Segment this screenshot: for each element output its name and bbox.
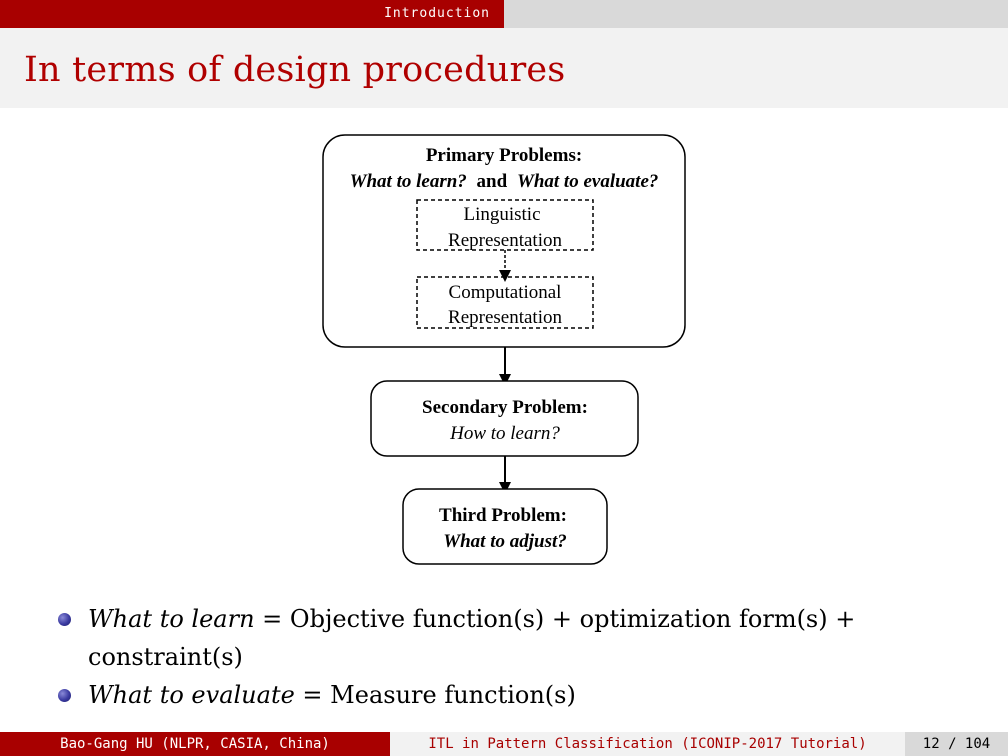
- footer-talk-title: ITL in Pattern Classification (ICONIP-20…: [390, 732, 905, 756]
- bullet-item-what-to-evaluate: What to evaluate = Measure function(s): [58, 676, 958, 714]
- footer-page-number: 12 / 104: [905, 732, 1008, 756]
- bullet-dot-icon: [58, 613, 71, 626]
- linguistic-label-line2: Representation: [448, 230, 562, 251]
- third-problem-question: What to adjust?: [443, 531, 567, 552]
- primary-problems-questions: What to learn? and What to evaluate?: [350, 171, 659, 192]
- bullet-term: What to evaluate: [88, 681, 295, 709]
- definition-bullet-list: What to learn = Objective function(s) + …: [58, 600, 958, 714]
- top-navigation-bar: Introduction: [0, 0, 1008, 28]
- secondary-problem-box: [370, 380, 639, 457]
- secondary-problem-question: How to learn?: [449, 423, 560, 444]
- conjunction-and: and: [477, 171, 508, 192]
- bullet-item-what-to-learn: What to learn = Objective function(s) + …: [58, 600, 958, 676]
- computational-label-line2: Representation: [448, 307, 562, 328]
- third-problem-heading: Third Problem:: [439, 505, 567, 526]
- computational-representation-box: [416, 276, 594, 329]
- footer-author: Bao-Gang HU (NLPR, CASIA, China): [0, 732, 390, 756]
- bullet-term: What to learn: [88, 605, 255, 633]
- question-what-to-evaluate: What to evaluate?: [517, 171, 658, 192]
- nav-section-label: Introduction: [384, 6, 490, 21]
- secondary-problem-heading: Secondary Problem:: [422, 397, 588, 418]
- third-problem-box: [402, 488, 608, 565]
- linguistic-label-line1: Linguistic: [463, 204, 540, 225]
- bullet-dot-icon: [58, 689, 71, 702]
- primary-problems-heading: Primary Problems:: [426, 145, 582, 166]
- bullet-equals: =: [254, 605, 290, 633]
- bullet-definition: Measure function(s): [330, 681, 576, 709]
- nav-section-introduction[interactable]: Introduction: [0, 0, 504, 28]
- computational-label-line1: Computational: [449, 282, 562, 303]
- linguistic-representation-box: [416, 199, 594, 251]
- question-what-to-learn: What to learn?: [350, 171, 467, 192]
- bullet-equals: =: [294, 681, 331, 709]
- slide-footer: Bao-Gang HU (NLPR, CASIA, China) ITL in …: [0, 732, 1008, 756]
- bullet-definition: Objective function(s) + optimization for…: [88, 605, 856, 671]
- slide-title: In terms of design procedures: [24, 50, 566, 90]
- frame-title-bar: In terms of design procedures: [0, 28, 1008, 108]
